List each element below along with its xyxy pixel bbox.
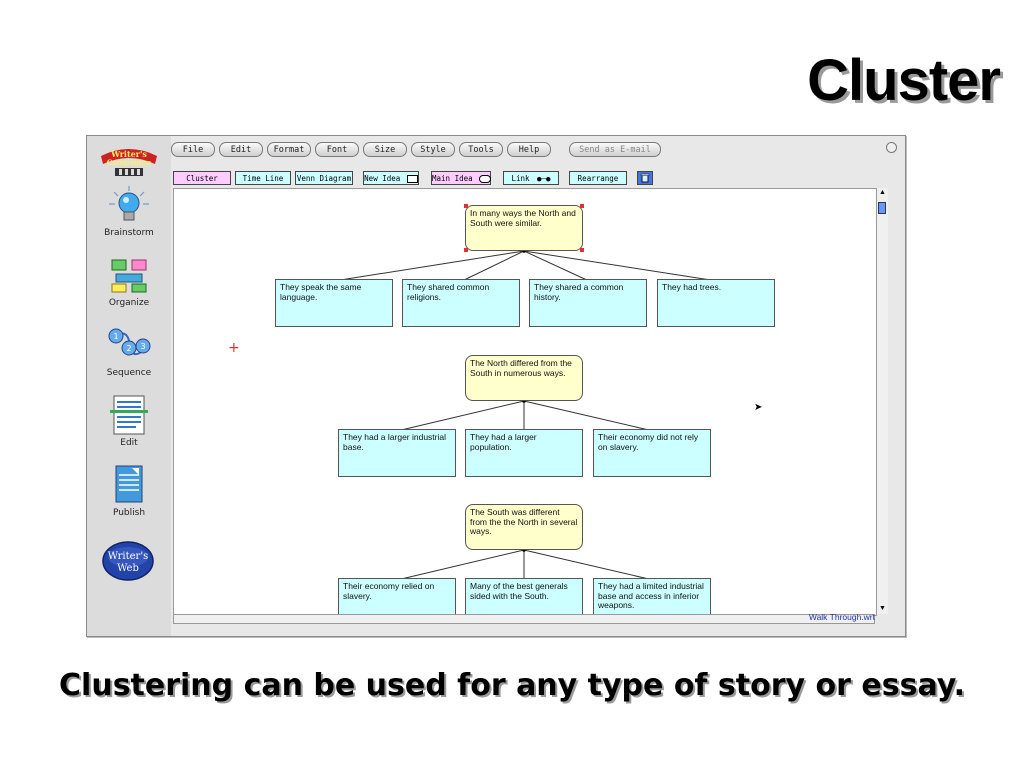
tool-cluster[interactable]: Cluster [173, 171, 231, 185]
sub-idea-node[interactable]: They had a larger population. [465, 429, 583, 477]
tool-new-idea-label: New Idea [364, 174, 401, 183]
sub-idea-node[interactable]: Many of the best generals sided with the… [465, 578, 583, 615]
selection-handle[interactable] [464, 248, 468, 252]
cluster-2-links [396, 400, 654, 432]
edit-icon [110, 395, 148, 435]
sidebar: Writer's Companion Brainstorm [87, 136, 171, 636]
tool-rearrange[interactable]: Rearrange [569, 171, 627, 185]
sidebar-item-sequence[interactable]: 1 2 3 Sequence [91, 324, 167, 378]
svg-text:1: 1 [113, 332, 118, 341]
lightbulb-icon [109, 186, 149, 221]
close-icon[interactable] [886, 142, 897, 153]
connector-lines [332, 249, 719, 582]
svg-text:Writer's: Writer's [110, 149, 147, 159]
writers-web-label-1: Writer's [108, 551, 148, 562]
scroll-up-icon[interactable]: ▲ [879, 189, 886, 196]
sub-idea-node[interactable]: Their economy did not rely on slavery. [593, 429, 711, 477]
cluster-canvas[interactable]: + ➤ In many ways the North and South wer… [173, 188, 877, 616]
writers-web-button[interactable]: Writer's Web [101, 540, 155, 582]
svg-text:2: 2 [126, 344, 131, 353]
menu-tools[interactable]: Tools [459, 142, 503, 157]
sidebar-item-organize[interactable]: Organize [91, 254, 167, 308]
sub-idea-node[interactable]: They had trees. [657, 279, 775, 327]
sub-idea-node[interactable]: Their economy relied on slavery. [338, 578, 456, 615]
cluster-1-links [333, 250, 718, 282]
organize-icon [111, 259, 147, 293]
cluster-3-links [396, 549, 654, 581]
new-idea-box-icon [406, 175, 418, 183]
app-window: Writer's Companion Brainstorm [86, 135, 906, 637]
publish-icon [115, 465, 143, 503]
menu-file[interactable]: File [171, 142, 215, 157]
slide-caption: Clustering can be used for any type of s… [59, 668, 965, 703]
sidebar-item-label: Sequence [106, 368, 152, 378]
sidebar-item-label: Organize [108, 298, 150, 308]
sidebar-item-label: Publish [112, 508, 146, 518]
main-idea-node[interactable]: The South was different from the the Nor… [465, 504, 583, 550]
selection-handle[interactable] [580, 204, 584, 208]
document-filename: Walk Through.wrt [808, 612, 875, 622]
tool-link[interactable]: Link ●—● [503, 171, 559, 185]
writers-web-label-2: Web [117, 563, 139, 574]
arrow-cursor-icon: ➤ [754, 402, 763, 413]
writers-companion-logo: Writer's Companion [101, 149, 157, 176]
sidebar-item-publish[interactable]: Publish [91, 464, 167, 518]
tool-link-label: Link [511, 174, 530, 183]
sidebar-item-edit[interactable]: Edit [91, 394, 167, 448]
sub-idea-node[interactable]: They had a larger industrial base. [338, 429, 456, 477]
sidebar-item-label: Brainstorm [104, 228, 154, 238]
horizontal-scrollbar[interactable] [173, 614, 875, 624]
link-icon: ●—● [537, 174, 551, 183]
tool-venn-diagram[interactable]: Venn Diagram [295, 171, 353, 185]
main-idea-oval-icon [479, 175, 492, 183]
menu-style[interactable]: Style [411, 142, 455, 157]
menubar: File Edit Format Font Size Style Tools H… [171, 142, 871, 160]
vertical-scrollbar[interactable]: ▲ ▼ [876, 188, 888, 614]
crosshair-cursor-icon: + [228, 340, 240, 356]
sub-idea-node[interactable]: They speak the same language. [275, 279, 393, 327]
sequence-icon: 1 2 3 [108, 328, 151, 356]
svg-text:3: 3 [140, 342, 145, 351]
scroll-down-icon[interactable]: ▼ [879, 605, 886, 612]
main-idea-node[interactable]: In many ways the North and South were si… [465, 205, 583, 251]
sub-idea-node[interactable]: They shared a common history. [529, 279, 647, 327]
send-email-button[interactable]: Send as E-mail [569, 142, 661, 157]
toolbar: Cluster Time Line Venn Diagram New Idea … [171, 171, 771, 187]
tool-time-line[interactable]: Time Line [235, 171, 291, 185]
sub-idea-node[interactable]: They had a limited industrial base and a… [593, 578, 711, 615]
selection-handle[interactable] [464, 204, 468, 208]
main-idea-node[interactable]: The North differed from the South in num… [465, 355, 583, 401]
menu-size[interactable]: Size [363, 142, 407, 157]
scroll-thumb[interactable] [878, 202, 886, 214]
menu-edit[interactable]: Edit [219, 142, 263, 157]
slide-title: Cluster [807, 48, 1001, 113]
tool-main-idea-label: Main Idea [432, 174, 473, 183]
menu-font[interactable]: Font [315, 142, 359, 157]
tool-new-idea[interactable]: New Idea [363, 171, 419, 185]
trash-icon[interactable] [637, 171, 653, 185]
sidebar-item-brainstorm[interactable]: Brainstorm [91, 184, 167, 238]
tool-main-idea[interactable]: Main Idea [431, 171, 492, 185]
selection-handle[interactable] [580, 248, 584, 252]
menu-help[interactable]: Help [507, 142, 551, 157]
menu-format[interactable]: Format [267, 142, 311, 157]
sub-idea-node[interactable]: They shared common religions. [402, 279, 520, 327]
sidebar-item-label: Edit [120, 438, 138, 448]
svg-text:Companion: Companion [107, 158, 152, 167]
